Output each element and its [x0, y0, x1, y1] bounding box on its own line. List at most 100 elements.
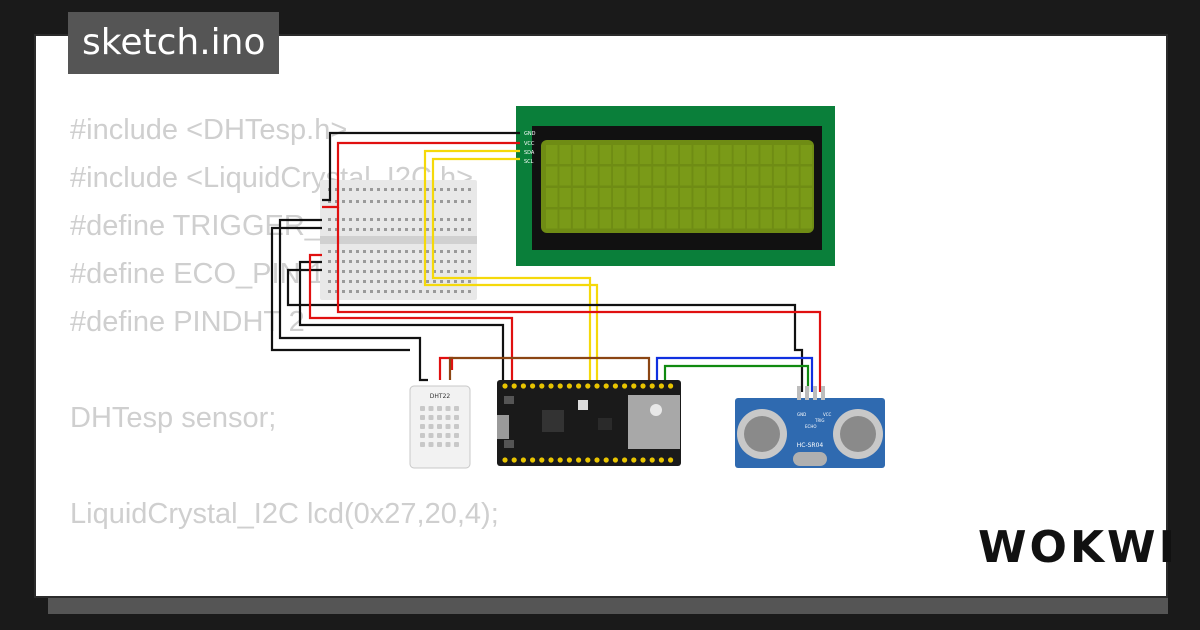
lcd-character-cell	[760, 209, 772, 229]
esp32-header-pin	[520, 383, 527, 389]
lcd-character-cell	[599, 145, 612, 164]
esp32-header-pin	[557, 383, 563, 389]
dht22-vent-hole	[445, 433, 451, 438]
lcd-character-cell	[693, 145, 705, 164]
breadboard-holes	[328, 188, 471, 293]
esp32-header-pin	[612, 457, 619, 463]
lcd-character-cell	[546, 188, 558, 207]
wokwi-logo: WOKWI	[978, 522, 1178, 573]
breadboard-hole	[454, 280, 457, 283]
breadboard-hole	[461, 188, 464, 191]
breadboard-hole	[391, 260, 394, 263]
breadboard-hole	[468, 200, 471, 203]
lcd-character-cell	[787, 145, 799, 164]
lcd-character-cell	[720, 166, 732, 186]
hcsr04-label: HC-SR04	[797, 442, 824, 449]
breadboard-hole	[356, 188, 359, 191]
lcd-character-cell	[760, 166, 772, 186]
breadboard-hole	[398, 228, 401, 231]
esp32-header-pin	[585, 383, 591, 389]
esp32-header-pin	[539, 457, 545, 463]
breadboard-hole	[419, 280, 422, 283]
lcd-character-cell	[613, 209, 625, 229]
breadboard-hole	[384, 280, 387, 283]
breadboard-hole	[391, 200, 394, 203]
dht22-vent-hole	[420, 433, 425, 438]
dht22-label: DHT22	[430, 393, 451, 400]
wire-hc-vcc	[336, 207, 822, 392]
breadboard-hole	[335, 200, 338, 203]
breadboard-hole	[342, 270, 345, 273]
lcd-character-cell	[693, 166, 705, 186]
breadboard-hole	[419, 200, 422, 203]
breadboard-hole	[412, 228, 415, 231]
esp32-header-pin	[539, 383, 545, 389]
breadboard-hole	[419, 260, 422, 263]
lcd-display: GND VCC SDA SCL	[516, 106, 835, 266]
breadboard-hole	[349, 188, 352, 191]
breadboard-hole	[447, 250, 450, 253]
breadboard-hole	[391, 290, 394, 293]
lcd-character-cell	[572, 209, 585, 229]
hcsr04-pin-vcc	[821, 386, 825, 400]
breadboard-divider	[320, 236, 477, 244]
wire-lcd-gnd	[322, 131, 520, 202]
esp32-header-pin	[566, 457, 573, 463]
lcd-character-cell	[572, 166, 585, 186]
lcd-character-cell	[599, 166, 612, 186]
lcd-character-cell	[559, 188, 571, 207]
lcd-pin-vcc-label: VCC	[524, 141, 535, 147]
breadboard-hole	[398, 290, 401, 293]
breadboard-hole	[447, 280, 450, 283]
breadboard-hole	[384, 188, 387, 191]
breadboard-hole	[405, 228, 408, 231]
lcd-character-cell	[639, 209, 652, 229]
breadboard-hole	[426, 260, 429, 263]
lcd-character-cell	[706, 188, 719, 207]
hcsr04-pin-gnd-label: GND	[797, 412, 806, 417]
breadboard-hole	[468, 270, 471, 273]
breadboard-hole	[398, 188, 401, 191]
breadboard-hole	[356, 218, 359, 221]
hcsr04-receiver-mesh	[840, 416, 876, 452]
breadboard-hole	[363, 280, 366, 283]
lcd-character-cell	[733, 188, 746, 207]
breadboard-hole	[370, 280, 373, 283]
dht22-vent-hole	[420, 406, 425, 411]
lcd-pin-scl-label: SCL	[524, 159, 534, 165]
lcd-character-cell	[693, 188, 705, 207]
esp32-header-pin	[520, 457, 527, 463]
esp32-header-pins	[502, 383, 674, 463]
lcd-character-cell	[733, 209, 746, 229]
wire-hc-gnd	[286, 268, 804, 392]
breadboard-hole	[335, 228, 338, 231]
hcsr04-pin-vcc-label: VCC	[823, 412, 832, 417]
lcd-character-cell	[559, 145, 571, 164]
esp32-header-pin	[594, 383, 600, 389]
breadboard-hole	[328, 218, 331, 221]
breadboard-hole	[461, 290, 464, 293]
lcd-character-cell	[653, 166, 665, 186]
lcd-character-cell	[599, 209, 612, 229]
breadboard-hole	[335, 218, 338, 221]
breadboard-hole	[370, 260, 373, 263]
esp32-header-pin	[612, 383, 619, 389]
breadboard-hole	[461, 280, 464, 283]
breadboard-hole	[398, 260, 401, 263]
lcd-character-cell	[653, 209, 665, 229]
breadboard-hole	[440, 200, 443, 203]
esp32-header-pin	[622, 457, 628, 463]
breadboard-hole	[363, 188, 366, 191]
lcd-character-cell	[747, 209, 759, 229]
dht22-vent-hole	[445, 415, 451, 420]
lcd-character-cell	[747, 166, 759, 186]
dht22-vent-hole	[420, 442, 425, 447]
breadboard-hole	[468, 250, 471, 253]
breadboard-hole	[412, 270, 415, 273]
breadboard-hole	[335, 260, 338, 263]
lcd-character-cell	[546, 145, 558, 164]
breadboard-hole	[454, 200, 457, 203]
esp32-header-pin	[585, 457, 591, 463]
esp32-header-pin	[502, 457, 508, 463]
